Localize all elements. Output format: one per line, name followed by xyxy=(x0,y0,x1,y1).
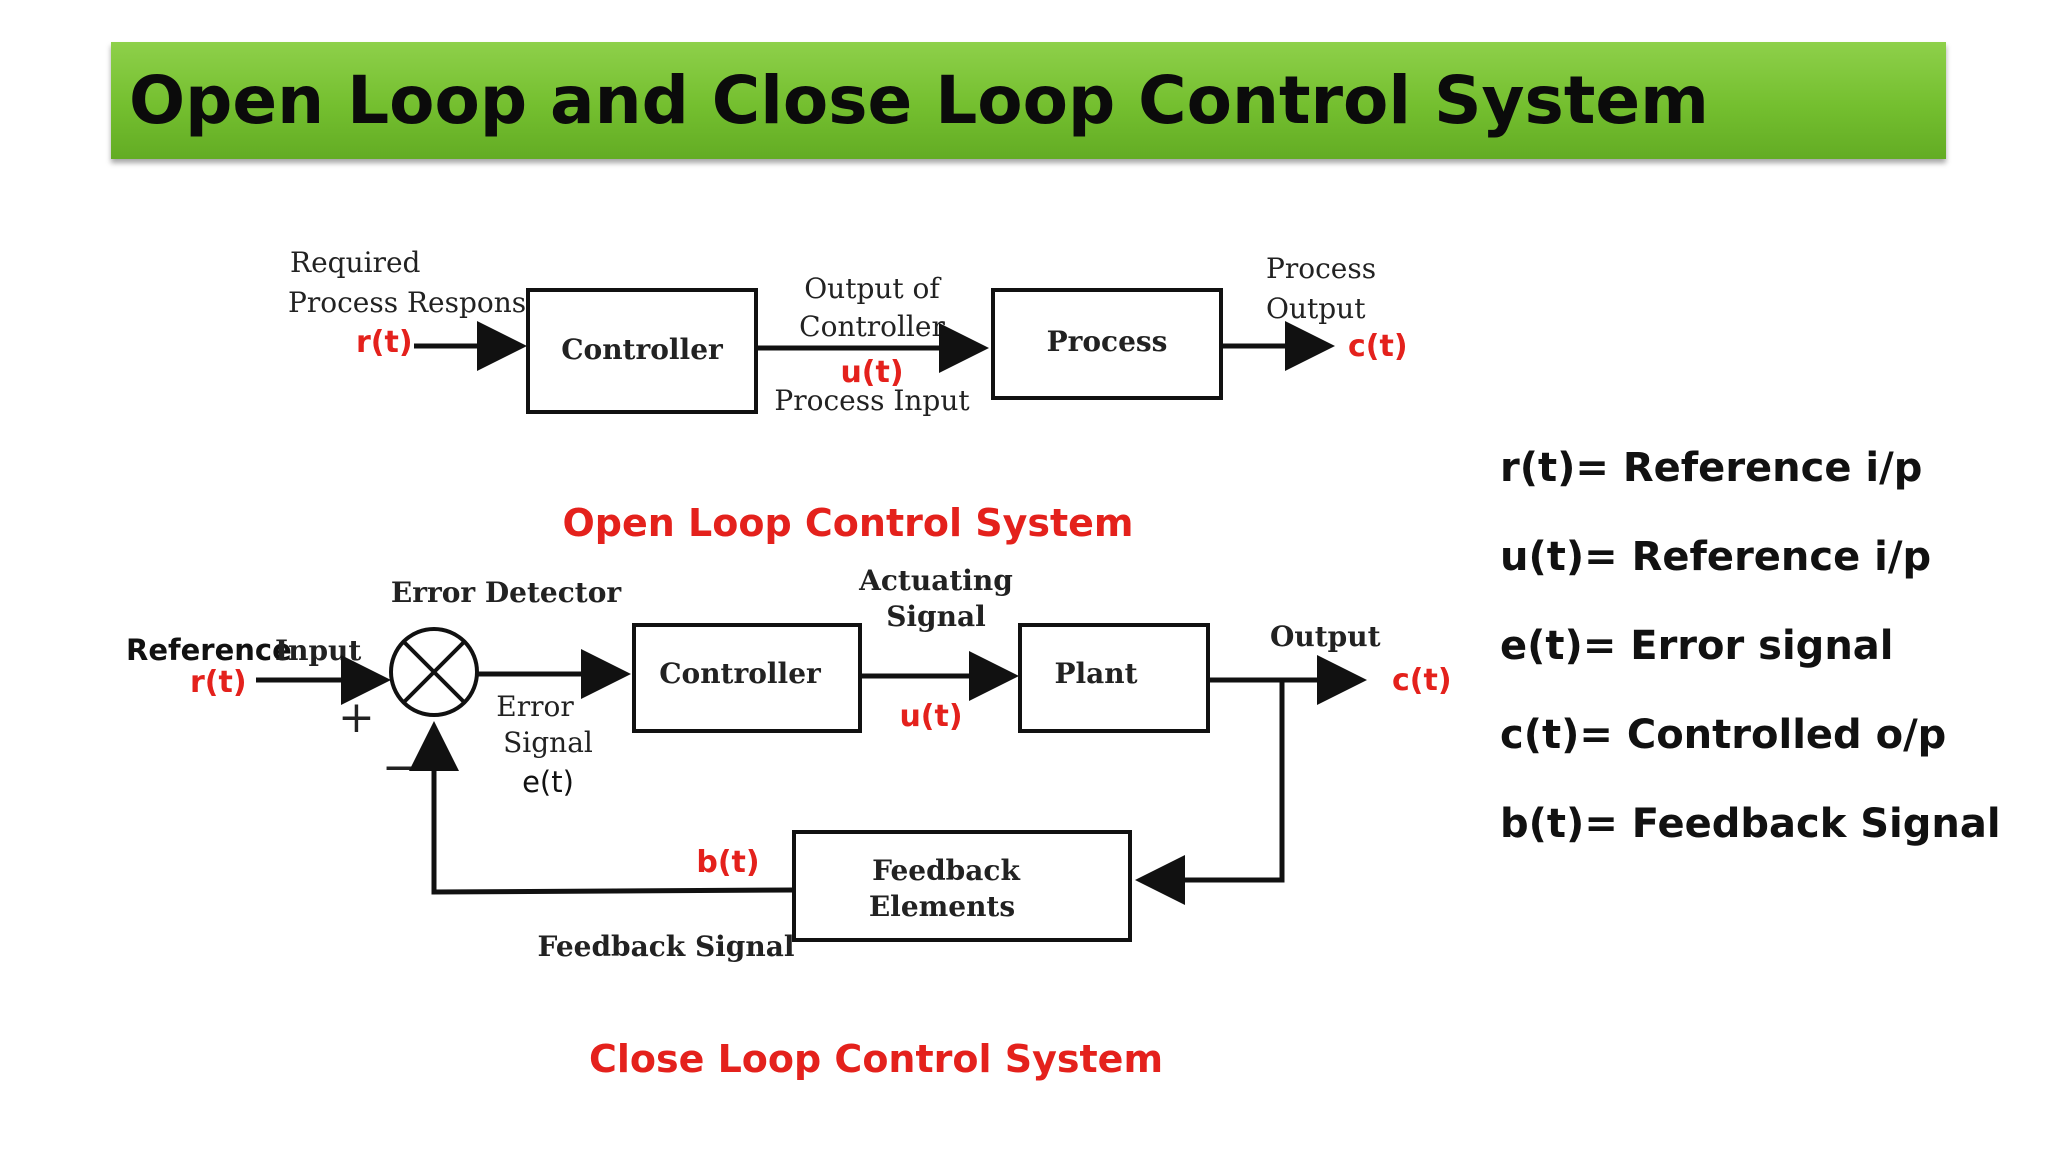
cl-controller-label: Controller xyxy=(659,657,822,690)
cl-output-signal: c(t) xyxy=(1392,663,1452,698)
cl-label-reference: Reference xyxy=(126,633,292,667)
legend-item: u(t)= Reference i/p xyxy=(1500,534,1931,580)
cl-plant-label: Plant xyxy=(1054,657,1137,690)
ol-input-signal: r(t) xyxy=(356,325,413,360)
ol-label-required: Required xyxy=(290,246,421,279)
ol-controller-label: Controller xyxy=(561,333,724,366)
cl-actuating-label-a: Actuating xyxy=(858,564,1013,597)
ol-output-signal: c(t) xyxy=(1348,329,1408,364)
cl-error-label-b: Signal xyxy=(503,726,593,759)
cl-feedback-signal-label: Feedback Signal xyxy=(537,930,794,963)
ol-label-output-of: Output of xyxy=(804,272,942,305)
ol-label-process-response: Process Response xyxy=(288,286,543,319)
ol-controller-box xyxy=(526,288,758,414)
cl-input-signal: r(t) xyxy=(190,665,247,700)
cl-output-label: Output xyxy=(1270,620,1381,653)
cl-feedback-path-out xyxy=(409,721,795,895)
legend-item: r(t)= Reference i/p xyxy=(1500,445,1922,491)
cl-caption: Close Loop Control System xyxy=(589,1037,1163,1081)
cl-feedback-label-a: Feedback xyxy=(872,854,1020,887)
legend: r(t)= Reference i/p u(t)= Reference i/p … xyxy=(1500,445,2001,847)
cl-feedback-box xyxy=(792,830,1132,942)
cl-minus-sign: − xyxy=(382,742,419,793)
ol-control-signal: u(t) xyxy=(840,355,903,390)
legend-item: c(t)= Controlled o/p xyxy=(1500,712,1946,758)
ol-process-label: Process xyxy=(1047,325,1168,358)
legend-item: b(t)= Feedback Signal xyxy=(1500,801,2001,847)
cl-feedback-label-b: Elements xyxy=(869,890,1015,923)
legend-item: e(t)= Error signal xyxy=(1500,623,1894,669)
title-bar: Open Loop and Close Loop Control System xyxy=(111,42,1946,159)
cl-actuating-label-b: Signal xyxy=(886,600,986,633)
ol-caption: Open Loop Control System xyxy=(562,501,1133,545)
ol-process-box xyxy=(991,288,1223,400)
open-loop-diagram: Required Process Response r(t) Controlle… xyxy=(288,246,1408,417)
cl-feedback-path-in xyxy=(1135,680,1285,905)
cl-control-signal: u(t) xyxy=(899,699,962,734)
closed-loop-diagram: Reference Input r(t) + − Error Detector … xyxy=(126,564,1452,963)
ol-label-controller: Controller xyxy=(799,310,945,343)
ol-label-process: Process xyxy=(1266,252,1376,285)
cl-feedback-signal: b(t) xyxy=(696,845,759,880)
page-title: Open Loop and Close Loop Control System xyxy=(129,62,1709,139)
ol-label-output: Output xyxy=(1266,292,1366,325)
cl-plus-sign: + xyxy=(338,692,375,743)
cl-error-detector-label: Error Detector xyxy=(391,576,623,609)
summing-junction xyxy=(389,627,479,717)
cl-controller-box xyxy=(632,623,862,733)
cl-label-input: Input xyxy=(275,634,361,667)
cl-error-label-a: Error xyxy=(496,690,574,723)
ol-label-process-input: Process Input xyxy=(774,384,970,417)
cl-error-signal: e(t) xyxy=(522,765,574,799)
